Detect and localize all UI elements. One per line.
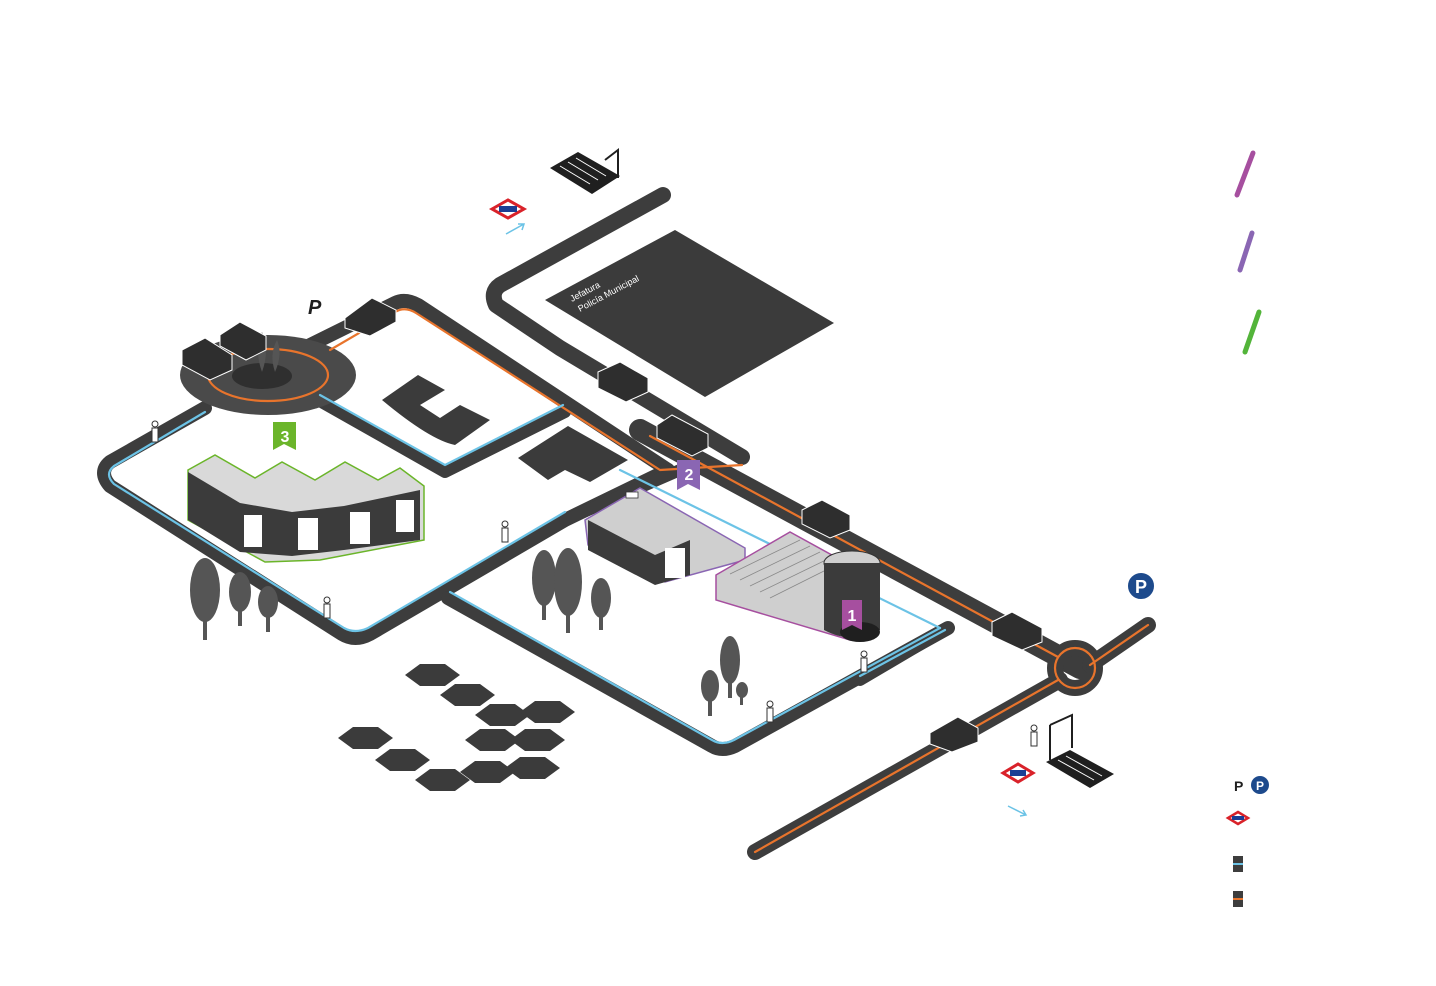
marker-2-number: 2 — [685, 467, 694, 484]
metro-icon[interactable] — [1000, 762, 1036, 817]
tree-icon — [532, 550, 556, 606]
tree-icon — [720, 636, 740, 684]
tree-icon — [258, 586, 278, 618]
pedestrians — [151, 420, 1038, 747]
parking-icon-letter: P — [1135, 577, 1147, 597]
pedestrian-icon — [1030, 724, 1038, 747]
police-headquarters[interactable]: Jefatura Policía Municipal — [545, 230, 834, 397]
parking-icon[interactable]: P — [1126, 571, 1156, 601]
bus-icon — [656, 414, 709, 457]
pedestrian-icon — [323, 596, 331, 619]
cars — [181, 297, 1043, 753]
parking-letter: P — [308, 297, 322, 319]
car-icon — [929, 716, 979, 753]
metro-icon — [1225, 810, 1251, 826]
car-icon — [219, 321, 267, 361]
legend-parking-icon-letter: P — [1256, 779, 1264, 793]
pedestrian-icon — [766, 700, 774, 723]
l-shaped-building — [518, 426, 628, 482]
tree-group-west — [190, 558, 278, 640]
tree-icon — [591, 578, 611, 618]
tree-icon — [554, 548, 582, 616]
car-icon — [344, 297, 397, 337]
tree-icon — [736, 682, 748, 698]
parking-icon: P — [1251, 776, 1269, 794]
hexagon-patio — [338, 664, 575, 791]
marker-3-number: 3 — [281, 429, 290, 446]
pedestrian-icon — [501, 520, 509, 543]
metro-icon[interactable] — [488, 198, 528, 235]
car-icon — [991, 611, 1043, 651]
car-icon — [181, 337, 233, 381]
marker-3[interactable]: 3 — [273, 422, 296, 450]
tree-icon — [190, 558, 220, 622]
legend-swatch-magenta — [1234, 150, 1256, 198]
road-blue-lane-swatch — [1233, 856, 1243, 872]
c-shaped-building — [382, 375, 490, 445]
pedestrian-icon — [860, 650, 868, 673]
tree-icon — [701, 670, 719, 702]
marker-2[interactable]: 2 — [677, 460, 700, 490]
tree-icon — [229, 572, 251, 612]
road-orange-lane-swatch — [1233, 891, 1243, 907]
legend: P P — [1225, 150, 1269, 907]
tree-group-south — [701, 636, 748, 716]
car-icon — [597, 361, 649, 403]
lane-markings — [107, 308, 1150, 854]
pedestrian-icon — [151, 420, 159, 443]
legend-swatch-violet — [1237, 230, 1255, 273]
legend-parking-text: P — [1234, 778, 1243, 794]
marker-1-number: 1 — [848, 608, 857, 625]
legend-swatch-green — [1242, 309, 1262, 355]
building-3[interactable] — [187, 454, 425, 563]
marker-1[interactable]: 1 — [842, 600, 862, 630]
tree-group-center — [532, 548, 611, 633]
car-icon — [801, 499, 851, 539]
metro-stairs-south[interactable] — [1046, 713, 1114, 788]
building-2[interactable] — [584, 487, 746, 585]
metro-stairs-north[interactable] — [550, 147, 620, 194]
